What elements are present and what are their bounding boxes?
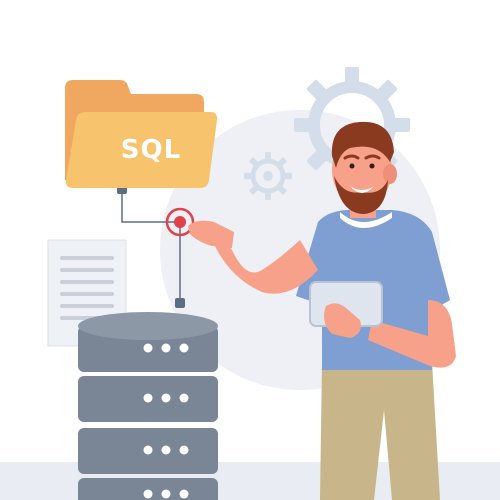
man-pants bbox=[320, 362, 440, 500]
man-tablet-hand bbox=[324, 303, 361, 338]
man-pointing-arm bbox=[214, 232, 318, 294]
touch-point bbox=[165, 207, 195, 237]
small-gear-icon bbox=[244, 152, 292, 200]
man-left-arm bbox=[368, 300, 456, 368]
sql-folder-icon bbox=[65, 80, 218, 188]
server-connector-node bbox=[175, 298, 185, 308]
database-server-icon bbox=[78, 312, 218, 500]
man-head bbox=[331, 121, 397, 214]
man-hand bbox=[188, 220, 234, 248]
sql-folder-label: SQL bbox=[120, 135, 182, 165]
man-collar bbox=[340, 212, 392, 228]
